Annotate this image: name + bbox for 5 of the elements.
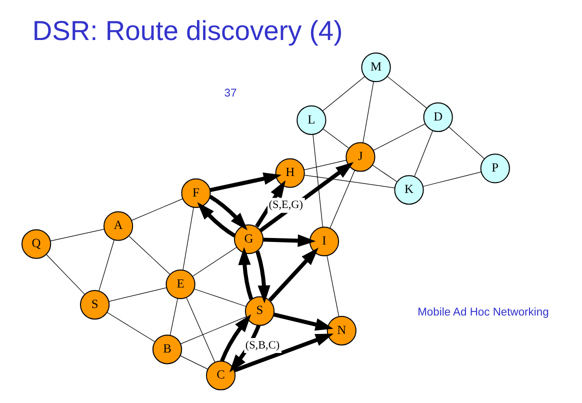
edge-label: (S,E,G) <box>268 199 302 212</box>
edge-label: (S,B,C) <box>244 339 280 352</box>
label: Mobile Ad Hoc Networking <box>417 306 548 318</box>
label: 37 <box>224 87 236 100</box>
diagram-title: DSR: Route discovery (4) <box>32 15 342 46</box>
